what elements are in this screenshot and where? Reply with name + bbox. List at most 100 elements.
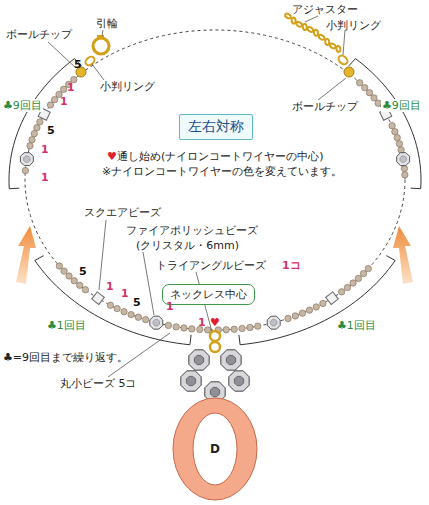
count: 1 xyxy=(41,143,49,156)
part-name: 引輪 xyxy=(96,17,118,30)
seed-bead xyxy=(355,275,361,281)
count: 5 xyxy=(47,124,55,137)
seed-bead xyxy=(61,268,67,274)
seed-bead xyxy=(165,322,171,328)
seed-bead xyxy=(365,265,371,271)
part-name: 丸小ビーズ 5コ xyxy=(60,377,137,390)
seed-bead xyxy=(292,313,298,319)
seed-bead xyxy=(22,167,28,173)
fire-polish-bead xyxy=(181,371,201,391)
seed-bead xyxy=(66,273,72,279)
seed-bead xyxy=(107,302,113,308)
seed-bead xyxy=(313,304,319,310)
seed-bead xyxy=(135,314,141,320)
part-name: アジャスター xyxy=(292,3,358,16)
count: 1 xyxy=(106,280,114,293)
seed-bead xyxy=(255,323,261,329)
node-text: D xyxy=(210,442,220,456)
wire-guide xyxy=(25,30,405,330)
pendant-charm: D xyxy=(171,396,259,502)
fire-polish-bead xyxy=(150,316,163,329)
seed-bead xyxy=(360,270,366,276)
repeat-label: ♣1回目 xyxy=(46,319,87,332)
seed-bead xyxy=(60,86,66,92)
fire-polish-bead xyxy=(397,153,410,166)
seed-bead xyxy=(37,119,43,125)
seed-bead xyxy=(320,300,326,306)
seed-bead xyxy=(82,287,88,293)
center-box: ネックレス中心 xyxy=(162,284,255,305)
repeat-label: ♣1回目 xyxy=(336,319,377,332)
seed-bead xyxy=(189,326,195,332)
seed-bead xyxy=(77,282,83,288)
seed-bead xyxy=(299,310,305,316)
seed-bead xyxy=(51,96,57,102)
seed-bead xyxy=(306,307,312,313)
seed-bead xyxy=(31,130,37,136)
note: ♣=9回目まで繰り返す。 xyxy=(3,351,128,364)
part-name: ボールチップ xyxy=(6,28,72,41)
seed-bead xyxy=(128,311,134,317)
seed-bead xyxy=(181,325,187,331)
square-bead xyxy=(326,292,339,305)
seed-bead xyxy=(56,263,62,269)
repeat-bracket xyxy=(349,59,421,189)
seed-bead xyxy=(121,308,127,314)
count: 5 xyxy=(79,265,87,278)
seed-bead xyxy=(47,102,53,108)
clasp-hardware xyxy=(16,13,413,402)
seed-bead xyxy=(239,325,245,331)
count: 5 xyxy=(133,296,141,309)
seed-bead xyxy=(398,147,404,153)
seed-bead xyxy=(366,89,372,95)
node-text: ネックレス中心 xyxy=(170,287,247,302)
note: ♥通し始め(ナイロンコートワイヤーの中心) xyxy=(107,150,323,163)
fire-polish-bead xyxy=(229,371,249,391)
part-name: 小判リング xyxy=(100,80,155,93)
repeat-bracket xyxy=(9,59,81,189)
seed-bead xyxy=(231,326,237,332)
count: 1 xyxy=(166,300,174,313)
repeat-label: ♣9回目 xyxy=(381,99,422,112)
fire-polish-bead xyxy=(189,350,209,370)
start-mark: ♥ xyxy=(210,316,220,329)
count: 1 xyxy=(41,171,49,184)
seed-bead xyxy=(389,123,395,129)
count: 1 xyxy=(60,95,68,108)
seed-bead xyxy=(371,95,377,101)
seed-bead xyxy=(401,165,407,171)
repeat-label: ♣9回目 xyxy=(2,99,43,112)
square-bead xyxy=(92,292,105,305)
seed-bead xyxy=(350,280,356,286)
count: 1 xyxy=(198,316,206,329)
part-name: スクエアビーズ xyxy=(84,206,161,219)
seed-bead xyxy=(362,84,368,90)
seed-bead xyxy=(344,284,350,290)
seed-bead xyxy=(285,315,291,321)
seed-bead xyxy=(247,324,253,330)
seed-bead xyxy=(34,125,40,131)
seed-bead xyxy=(223,327,229,333)
seed-bead xyxy=(71,278,77,284)
seed-bead xyxy=(173,324,179,330)
fire-polish-bead xyxy=(221,350,241,370)
seed-bead xyxy=(356,80,362,86)
seed-bead xyxy=(394,134,400,140)
part-name: 小判リング xyxy=(326,19,381,32)
count: 1 xyxy=(121,287,129,300)
count: 1コ xyxy=(282,259,301,272)
node-text: 左右対称 xyxy=(188,118,244,136)
seed-bead xyxy=(338,289,344,295)
part-name: ボールチップ xyxy=(292,100,358,113)
part-name: ファイアポリッシュビーズ xyxy=(126,224,258,237)
seed-bead xyxy=(114,305,120,311)
part-name: (クリスタル・6mm) xyxy=(136,239,239,252)
count: 5 xyxy=(74,58,82,71)
note: ※ナイロンコートワイヤーの色を変えています。 xyxy=(102,165,342,178)
seed-bead xyxy=(142,316,148,322)
fire-polish-bead xyxy=(20,153,33,166)
note-box: 左右対称 xyxy=(179,114,253,140)
part-name: トライアングルビーズ xyxy=(156,259,266,272)
fire-polish-bead xyxy=(267,316,280,329)
count: 1 xyxy=(67,81,75,94)
